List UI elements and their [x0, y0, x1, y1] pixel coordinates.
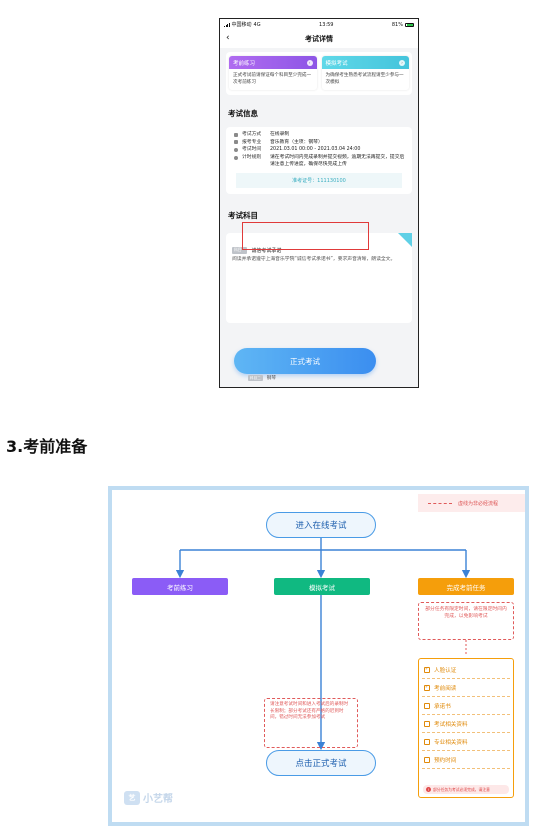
info-label: 考试时间 — [242, 147, 262, 153]
chevron-right-icon: › — [399, 59, 405, 66]
task-warning-text: 部分任务为考试必须完成，请注意 — [433, 786, 490, 792]
task-label: 承诺书 — [434, 703, 451, 710]
practice-card[interactable]: 考前练习 › 正式考试前请保证每个科目至少完成一次考前练习 — [229, 56, 317, 90]
mock-exam-card-title: 模拟考试 — [325, 60, 348, 67]
subjects-title: 考试科目 — [228, 210, 258, 220]
mock-exam-card-header: 模拟考试 › — [321, 56, 409, 69]
watermark: 艺 小艺帮 — [124, 790, 173, 805]
mock-exam-card[interactable]: 模拟考试 › 为确保考生熟悉考试流程请至少参与一次模拟 — [321, 56, 409, 90]
status-left: 中国移动 4G — [224, 21, 261, 28]
practice-card-title: 考前练习 — [233, 60, 256, 67]
phone-screenshot: 中国移动 4G 13:59 81% ‹ 考试详情 考前练习 › 正式考试前请保证… — [219, 18, 419, 388]
exam-time-note: 请注意考试时间和进入考试后的录制时长限制；部分考试还有严格的迟到时间，错过时间无… — [264, 698, 358, 748]
info-row: 计时规则 请在考试时间内完成录制并提交视频，逾期无法再提交，提交后请注意上传进度… — [232, 154, 406, 169]
task-label: 考试相关资料 — [434, 721, 468, 728]
pre-exam-tasks-node: 完成考前任务 — [418, 578, 514, 595]
subject-name: 钢琴 — [266, 376, 276, 381]
mock-exam-card-desc: 为确保考生熟悉考试流程请至少参与一次模拟 — [325, 73, 404, 85]
carrier-label: 中国移动 — [231, 22, 252, 28]
info-label: 计时规则 — [242, 154, 262, 160]
checkbox-icon — [424, 702, 430, 709]
task-label: 人脸认证 — [434, 667, 457, 674]
checkbox-icon — [424, 720, 430, 727]
task-list: ✓ 人脸认证 ✓ 考前阅读 承诺书 考试相关资料 专业相关资料 预约时间 ! 部… — [418, 658, 514, 798]
highlight-box — [242, 222, 369, 250]
brand-logo-icon: 艺 — [124, 790, 140, 805]
mock-exam-node: 模拟考试 — [274, 578, 370, 595]
task-item: ✓ 考前阅读 — [422, 679, 510, 697]
checkbox-icon — [424, 738, 430, 745]
info-row: 报考专业 音乐教育（主项：钢琴） — [232, 139, 406, 147]
task-label: 专业相关资料 — [434, 739, 468, 746]
practice-card-header: 考前练习 › — [229, 56, 317, 69]
timer-icon — [234, 155, 238, 160]
task-label: 预约时间 — [434, 757, 457, 764]
clock-icon — [234, 147, 238, 152]
mode-cards: 考前练习 › 正式考试前请保证每个科目至少完成一次考前练习 模拟考试 › 为确保… — [226, 52, 412, 95]
signal-icon — [224, 22, 230, 27]
list-icon — [234, 132, 238, 137]
nav-bar: ‹ 考试详情 — [220, 30, 418, 48]
task-item: 专业相关资料 — [422, 733, 510, 751]
info-row: 考试时间 2021.03.01 00:00 - 2021.03.04 24:00 — [232, 146, 406, 154]
status-time: 13:59 — [319, 21, 334, 28]
battery-icon — [405, 22, 414, 27]
corner-badge-icon — [398, 232, 412, 247]
task-item: 预约时间 — [422, 751, 510, 769]
info-label: 考试方式 — [242, 132, 262, 137]
network-label: 4G — [253, 21, 261, 28]
info-value: 在线录制 — [270, 132, 290, 137]
enter-exam-node: 进入在线考试 — [266, 512, 376, 538]
info-value: 请在考试时间内完成录制并提交视频，逾期无法再提交，提交后请注意上传进度，确保尽快… — [270, 154, 405, 168]
subject-name: 诚信考试承诺 — [251, 247, 282, 254]
practice-node: 考前练习 — [132, 578, 228, 595]
connector-lines — [175, 538, 471, 751]
subject-two-row: 科目二 钢琴 — [248, 375, 276, 381]
task-warning: ! 部分任务为考试必须完成，请注意 — [423, 785, 509, 794]
subject-header: 科目一 诚信考试承诺 — [232, 246, 406, 254]
task-item: ✓ 人脸认证 — [422, 661, 510, 679]
start-exam-button[interactable]: 正式考试 — [234, 348, 376, 374]
status-right: 81% — [392, 22, 414, 28]
checkbox-icon: ✓ — [424, 684, 430, 691]
start-exam-node: 点击正式考试 — [266, 750, 376, 776]
legend-label: 虚线为非必经流程 — [458, 500, 499, 507]
info-value: 2021.03.01 00:00 - 2021.03.04 24:00 — [270, 147, 361, 153]
status-bar: 中国移动 4G 13:59 81% — [220, 19, 418, 30]
exam-info-title: 考试信息 — [228, 109, 258, 118]
practice-card-desc: 正式考试前请保证每个科目至少完成一次考前练习 — [233, 73, 312, 85]
chart-icon — [234, 140, 238, 145]
battery-percent: 81% — [391, 21, 403, 28]
checkbox-icon — [424, 756, 430, 763]
time-limit-note: 部分任务有限定时间，请在限定时间内完成，以免影响考试 — [418, 602, 514, 640]
info-row: 考试方式 在线录制 — [232, 131, 406, 139]
info-label: 报考专业 — [242, 139, 262, 145]
legend: 虚线为非必经流程 — [418, 494, 525, 512]
chevron-right-icon: › — [306, 59, 313, 66]
back-arrow-icon[interactable]: ‹ — [226, 33, 230, 43]
subject-tag: 科目二 — [248, 375, 263, 381]
watermark-text: 小艺帮 — [143, 794, 173, 805]
task-item: 承诺书 — [422, 697, 510, 715]
subject-desc: 阅读并承诺遵守上海音乐学院“诚信考试承诺书”，要求声音清晰，朗读全文。 — [232, 256, 396, 262]
dashed-line-icon — [428, 502, 452, 504]
flowchart: 虚线为非必经流程 进入在线考试 考前练习 模拟考试 完成考前任务 部分任务有限定… — [108, 486, 529, 826]
subject-card[interactable]: 科目一 诚信考试承诺 阅读并承诺遵守上海音乐学院“诚信考试承诺书”，要求声音清晰… — [226, 232, 412, 323]
subject-tag: 科目一 — [232, 246, 248, 254]
info-value: 音乐教育（主项：钢琴） — [270, 139, 323, 145]
checkbox-icon: ✓ — [424, 666, 430, 673]
task-item: 考试相关资料 — [422, 715, 510, 733]
admission-ticket-number: 准考证号：111130100 — [236, 172, 402, 188]
warning-icon: ! — [426, 787, 431, 792]
task-label: 考前阅读 — [434, 685, 457, 692]
page-title: 考试详情 — [305, 35, 333, 43]
exam-info-card: 考试方式 在线录制 报考专业 音乐教育（主项：钢琴） 考试时间 2021.03.… — [226, 127, 412, 194]
section-heading: 3.考前准备 — [6, 437, 88, 456]
